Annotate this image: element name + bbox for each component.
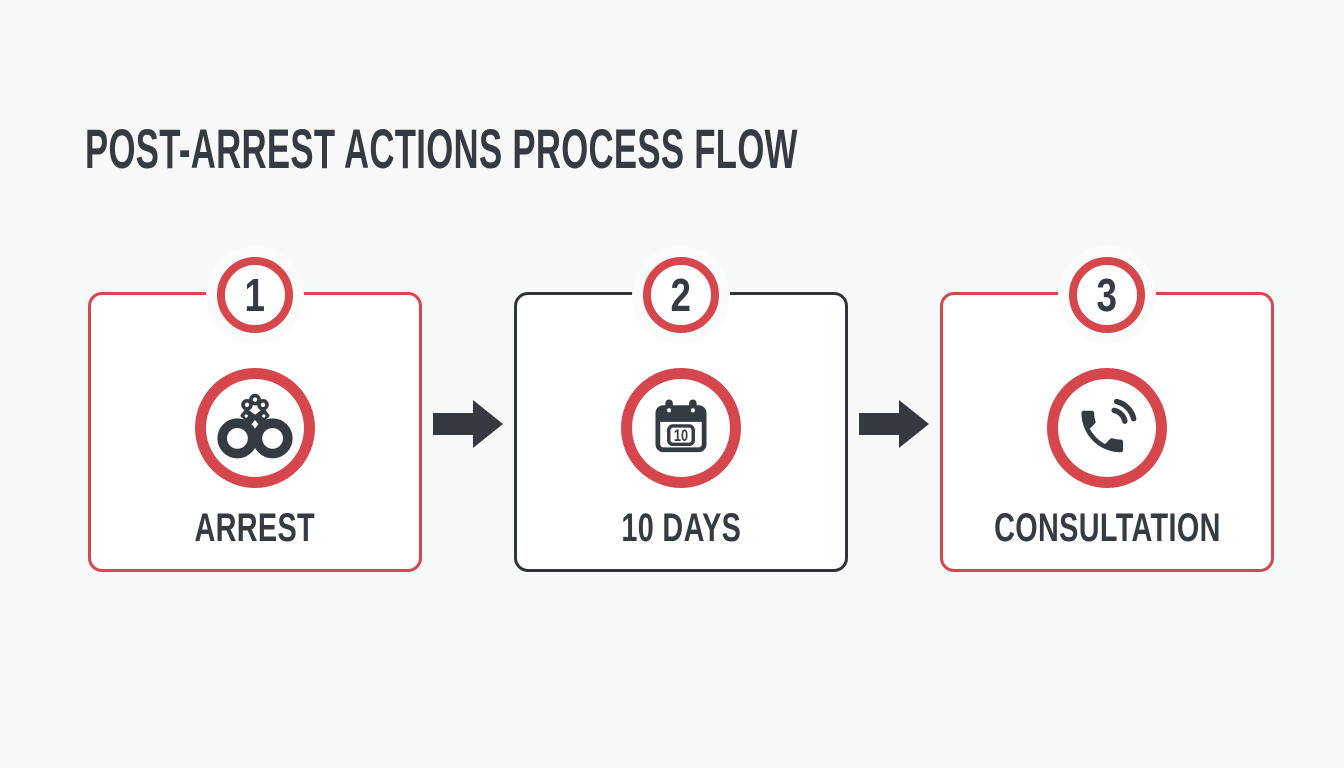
step-label: ARREST [194,506,316,550]
page-title: POST-ARREST ACTIONS PROCESS FLOW [85,117,798,180]
flow-connector [422,398,514,450]
arrow-right-icon [433,400,503,448]
process-flow: 1 ARREST [88,257,1274,572]
step-card-consultation: 3 CONSULTATION [940,257,1274,572]
step-number: 2 [670,269,692,321]
step-number-badge: 2 [643,257,719,333]
step-label: CONSULTATION [993,506,1221,550]
step-number: 1 [244,269,266,321]
phone-icon [1081,398,1137,453]
step-number-badge: 3 [1069,257,1145,333]
step-card-10-days: 2 10 10 DAYS [514,257,848,572]
step-icon-circle: 10 [621,368,741,488]
step-icon-circle [195,368,315,488]
flow-connector [848,398,940,450]
step-card-arrest: 1 ARREST [88,257,422,572]
step-label: 10 DAYS [621,506,741,550]
step-number-badge: 1 [217,257,293,333]
step-icon-circle [1047,368,1167,488]
handcuffs-icon [217,393,293,459]
calendar-icon: 10 [655,399,707,453]
step-number: 3 [1096,269,1118,321]
calendar-day-number: 10 [674,428,688,446]
arrow-right-icon [859,400,929,448]
